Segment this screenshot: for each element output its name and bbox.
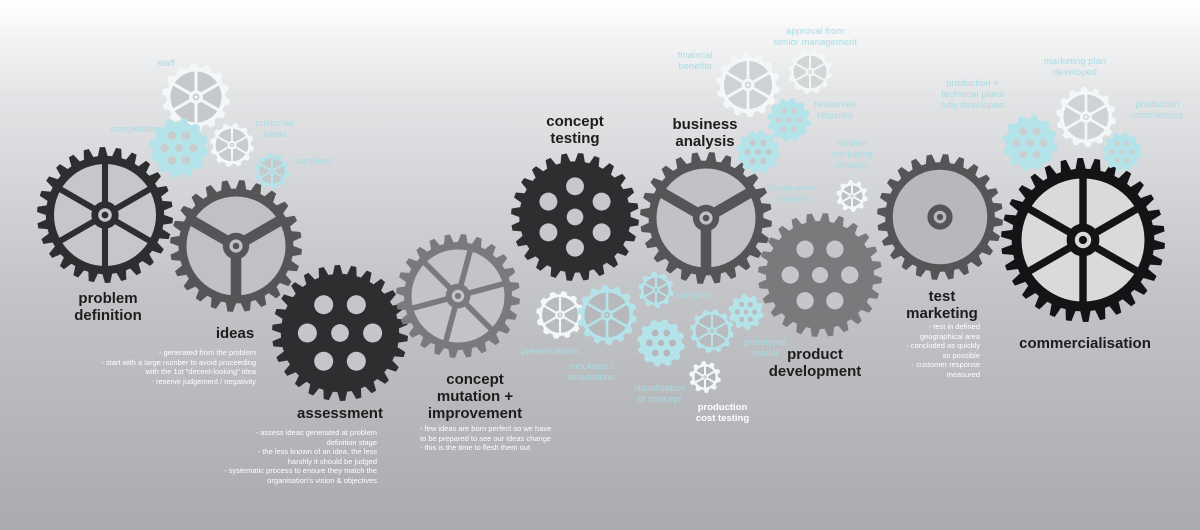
problem-definition-gear-icon (37, 147, 173, 283)
suppliers-gear-icon (254, 153, 290, 189)
test-marketing-gear-icon (877, 154, 1003, 280)
stage-title-ideas: ideas (215, 325, 255, 342)
mockups-gear-icon (577, 285, 637, 345)
production-commences-gear-icon (1102, 132, 1142, 172)
concept-testing-gear-icon (511, 153, 639, 281)
product-development-gear-icon (758, 213, 882, 337)
customer-ideas-gear-icon (210, 123, 254, 167)
prototype-gear-a-icon (690, 309, 734, 353)
ideas-gear-icon (170, 180, 302, 312)
marketing-plan-gear-icon (1056, 87, 1116, 147)
sub-label-suppliers: suppliers (294, 156, 334, 167)
production-cost-gear-icon (689, 361, 721, 393)
presentations-gear-icon (536, 291, 584, 339)
prototype-gear-b-icon (728, 294, 764, 330)
stage-title-commercialisation: commercialisation (1019, 335, 1151, 352)
production-plans-gear-icon (1002, 115, 1058, 171)
sub-label-prototype: prototype/model (743, 337, 787, 359)
staff-gear-icon (162, 63, 230, 131)
stage-title-assessment: assessment (297, 405, 383, 422)
stage-notes-ideas: - generated from the problem- start with… (101, 348, 256, 386)
business-analysis-gear-icon (640, 152, 772, 284)
competition-gear-icon (149, 118, 209, 178)
resources-gear-icon (767, 98, 811, 142)
sub-label-samples: samples (675, 290, 711, 301)
sub-label-competition: competition (110, 124, 160, 135)
outline-marketing-gear-icon (836, 180, 868, 212)
samples-gear-icon (638, 272, 674, 308)
visualisation-gear-icon (637, 319, 685, 367)
break-even-gear-icon (736, 130, 780, 174)
sub-label-mockups: mockups /simulations (567, 361, 615, 383)
sub-label-presentations: presentations (521, 346, 579, 357)
financial-benefits-gear-icon (716, 53, 780, 117)
assessment-gear-icon (272, 265, 408, 401)
approval-gear-icon (788, 50, 832, 94)
sub-label-staff: staff (157, 58, 175, 69)
concept-mutation-gear-icon (396, 234, 520, 358)
commercialisation-gear-icon (1001, 158, 1165, 322)
